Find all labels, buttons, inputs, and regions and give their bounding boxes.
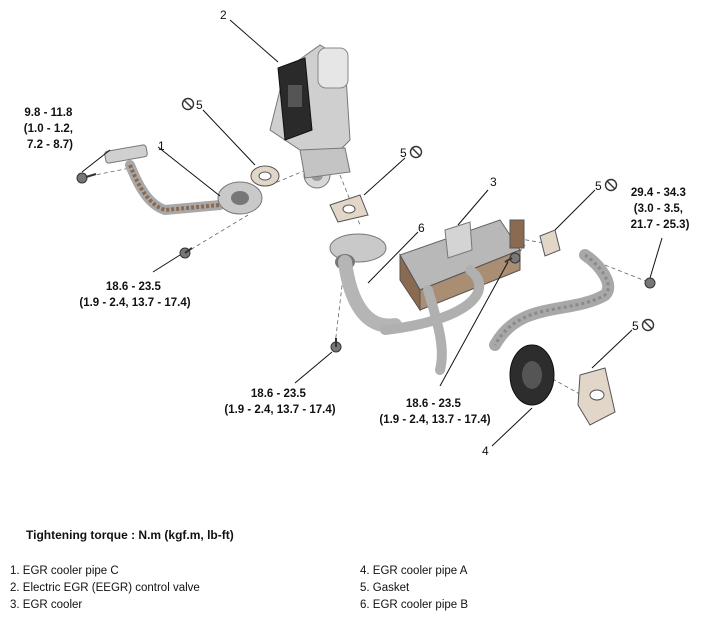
gasket-upper-left — [250, 165, 280, 187]
callout-5: 5 — [595, 179, 602, 193]
do-not-reuse-icon — [181, 97, 195, 111]
legend-item: 1. EGR cooler pipe C — [10, 565, 119, 577]
torque-unit-caption: Tightening torque : N.m (kgf.m, lb-ft) — [26, 528, 234, 542]
callout-4: 4 — [482, 444, 489, 458]
do-not-reuse-icon — [409, 145, 423, 159]
callout-2: 2 — [220, 8, 227, 22]
gasket-lower-right — [577, 367, 616, 426]
egr-cooler-pipe-a — [489, 249, 615, 406]
bolt-cooler — [504, 252, 521, 264]
torque-spec: 18.6 - 23.5 (1.9 - 2.4, 13.7 - 17.4) — [224, 388, 335, 416]
egr-cooler — [380, 219, 525, 375]
legend-item: 2. Electric EGR (EEGR) control valve — [10, 582, 200, 594]
callout-5: 5 — [400, 146, 407, 160]
gasket-center — [329, 194, 369, 223]
torque-spec: 18.6 - 23.5 (1.9 - 2.4, 13.7 - 17.4) — [79, 281, 190, 309]
callout-3: 3 — [490, 175, 497, 189]
callout-1: 1 — [158, 139, 165, 153]
legend-right: 4. EGR cooler pipe A 5. Gasket 6. EGR co… — [360, 563, 468, 614]
legend-left: 1. EGR cooler pipe C 2. Electric EGR (EE… — [10, 563, 200, 614]
torque-spec: 9.8 - 11.8 (1.0 - 1.2, 7.2 - 8.7) — [24, 107, 76, 151]
do-not-reuse-icon — [604, 178, 618, 192]
callout-5: 5 — [196, 98, 203, 112]
callout-5: 5 — [632, 319, 639, 333]
legend-item: 3. EGR cooler — [10, 599, 83, 611]
nut-right — [644, 277, 656, 289]
alignment-lines — [89, 159, 649, 409]
legend-item: 5. Gasket — [360, 582, 410, 594]
exploded-diagram: 2 1 5 5 3 6 5 5 4 9.8 - 11.8 (1.0 - 1.2,… — [24, 8, 690, 458]
egr-cooler-pipe-b — [329, 233, 402, 333]
legend-item: 4. EGR cooler pipe A — [360, 565, 468, 577]
bolt-upper-left — [76, 172, 97, 184]
torque-spec: 18.6 - 23.5 (1.9 - 2.4, 13.7 - 17.4) — [379, 398, 490, 426]
callout-6: 6 — [418, 221, 425, 235]
gasket-right — [539, 229, 561, 257]
legend-item: 6. EGR cooler pipe B — [360, 599, 469, 611]
torque-spec: 29.4 - 34.3 (3.0 - 3.5, 21.7 - 25.3) — [631, 187, 690, 231]
egr-control-valve — [269, 44, 351, 189]
egr-cooler-pipe-c — [104, 144, 263, 216]
do-not-reuse-icon — [641, 318, 655, 332]
bolt-center-lower — [330, 338, 342, 353]
leader-lines — [81, 19, 663, 447]
bolt-left-lower — [179, 247, 193, 259]
